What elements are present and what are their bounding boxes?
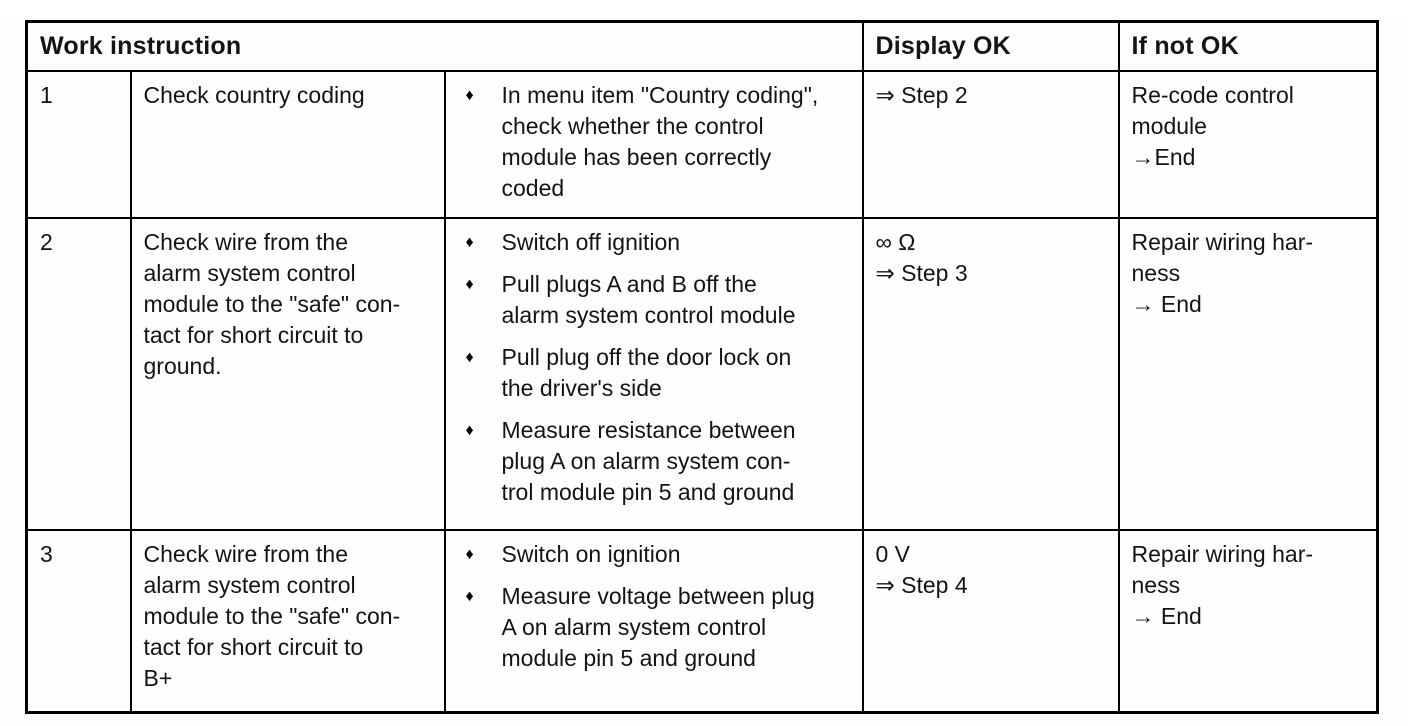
action-list-item: ♦ Pull plugs A and B off the alarm syste… [458, 269, 854, 331]
if-not-ok-cell: Re-code control module →End [1117, 69, 1379, 219]
task-cell: Check wire from the alarm system control… [129, 528, 446, 714]
diamond-bullet-icon: ♦ [465, 421, 474, 439]
diamond-bullet-icon: ♦ [465, 587, 474, 605]
action-text: Measure voltage between plug A on alarm … [501, 582, 815, 671]
diamond-bullet-icon: ♦ [465, 348, 474, 366]
if-not-ok-cell: Repair wiring har- ness → End [1117, 528, 1379, 714]
header-display-ok: Display OK [861, 20, 1120, 72]
header-if-not-ok: If not OK [1117, 20, 1379, 72]
header-work-instruction: Work instruction [25, 20, 864, 72]
action-list-item: ♦ In menu item "Country coding", check w… [458, 80, 854, 204]
actions-cell: ♦ Switch on ignition ♦ Measure voltage b… [443, 528, 864, 714]
actions-list: ♦ Switch on ignition ♦ Measure voltage b… [458, 539, 854, 674]
step-number-cell: 1 [25, 69, 132, 219]
table-header-row: Work instruction Display OK If not OK [25, 20, 1379, 72]
diagnostic-table: Work instruction Display OK If not OK 1 … [25, 20, 1379, 714]
action-text: Switch on ignition [501, 540, 681, 567]
action-list-item: ♦ Switch off ignition [458, 227, 854, 258]
action-list-item: ♦ Pull plug off the door lock on the dri… [458, 342, 854, 404]
table-row: 1 Check country coding ♦ In menu item "C… [25, 69, 1379, 219]
action-list-item: ♦ Measure resistance between plug A on a… [458, 415, 854, 508]
display-ok-cell: ∞ Ω ⇒ Step 3 [861, 216, 1120, 531]
if-not-ok-cell: Repair wiring har- ness → End [1117, 216, 1379, 531]
display-ok-cell: ⇒ Step 2 [861, 69, 1120, 219]
action-text: Pull plug off the door lock on the drive… [501, 343, 792, 401]
action-list-item: ♦ Measure voltage between plug A on alar… [458, 581, 854, 674]
task-cell: Check country coding [129, 69, 446, 219]
action-text: Measure resistance between plug A on ala… [501, 416, 796, 505]
actions-cell: ♦ Switch off ignition ♦ Pull plugs A and… [443, 216, 864, 531]
step-number-cell: 3 [25, 528, 132, 714]
diamond-bullet-icon: ♦ [465, 86, 474, 104]
table-row: 3 Check wire from the alarm system contr… [25, 528, 1379, 714]
step-number-cell: 2 [25, 216, 132, 531]
diamond-bullet-icon: ♦ [465, 545, 474, 563]
actions-list: ♦ Switch off ignition ♦ Pull plugs A and… [458, 227, 854, 508]
scanned-document-page: Work instruction Display OK If not OK 1 … [0, 20, 1408, 726]
action-text: Switch off ignition [501, 228, 681, 255]
display-ok-cell: 0 V ⇒ Step 4 [861, 528, 1120, 714]
action-text: In menu item "Country coding", check whe… [501, 81, 819, 201]
table-row: 2 Check wire from the alarm system contr… [25, 216, 1379, 531]
task-cell: Check wire from the alarm system control… [129, 216, 446, 531]
action-list-item: ♦ Switch on ignition [458, 539, 854, 570]
action-text: Pull plugs A and B off the alarm system … [501, 270, 796, 328]
diamond-bullet-icon: ♦ [465, 275, 474, 293]
actions-cell: ♦ In menu item "Country coding", check w… [443, 69, 864, 219]
diamond-bullet-icon: ♦ [465, 233, 474, 251]
actions-list: ♦ In menu item "Country coding", check w… [458, 80, 854, 204]
